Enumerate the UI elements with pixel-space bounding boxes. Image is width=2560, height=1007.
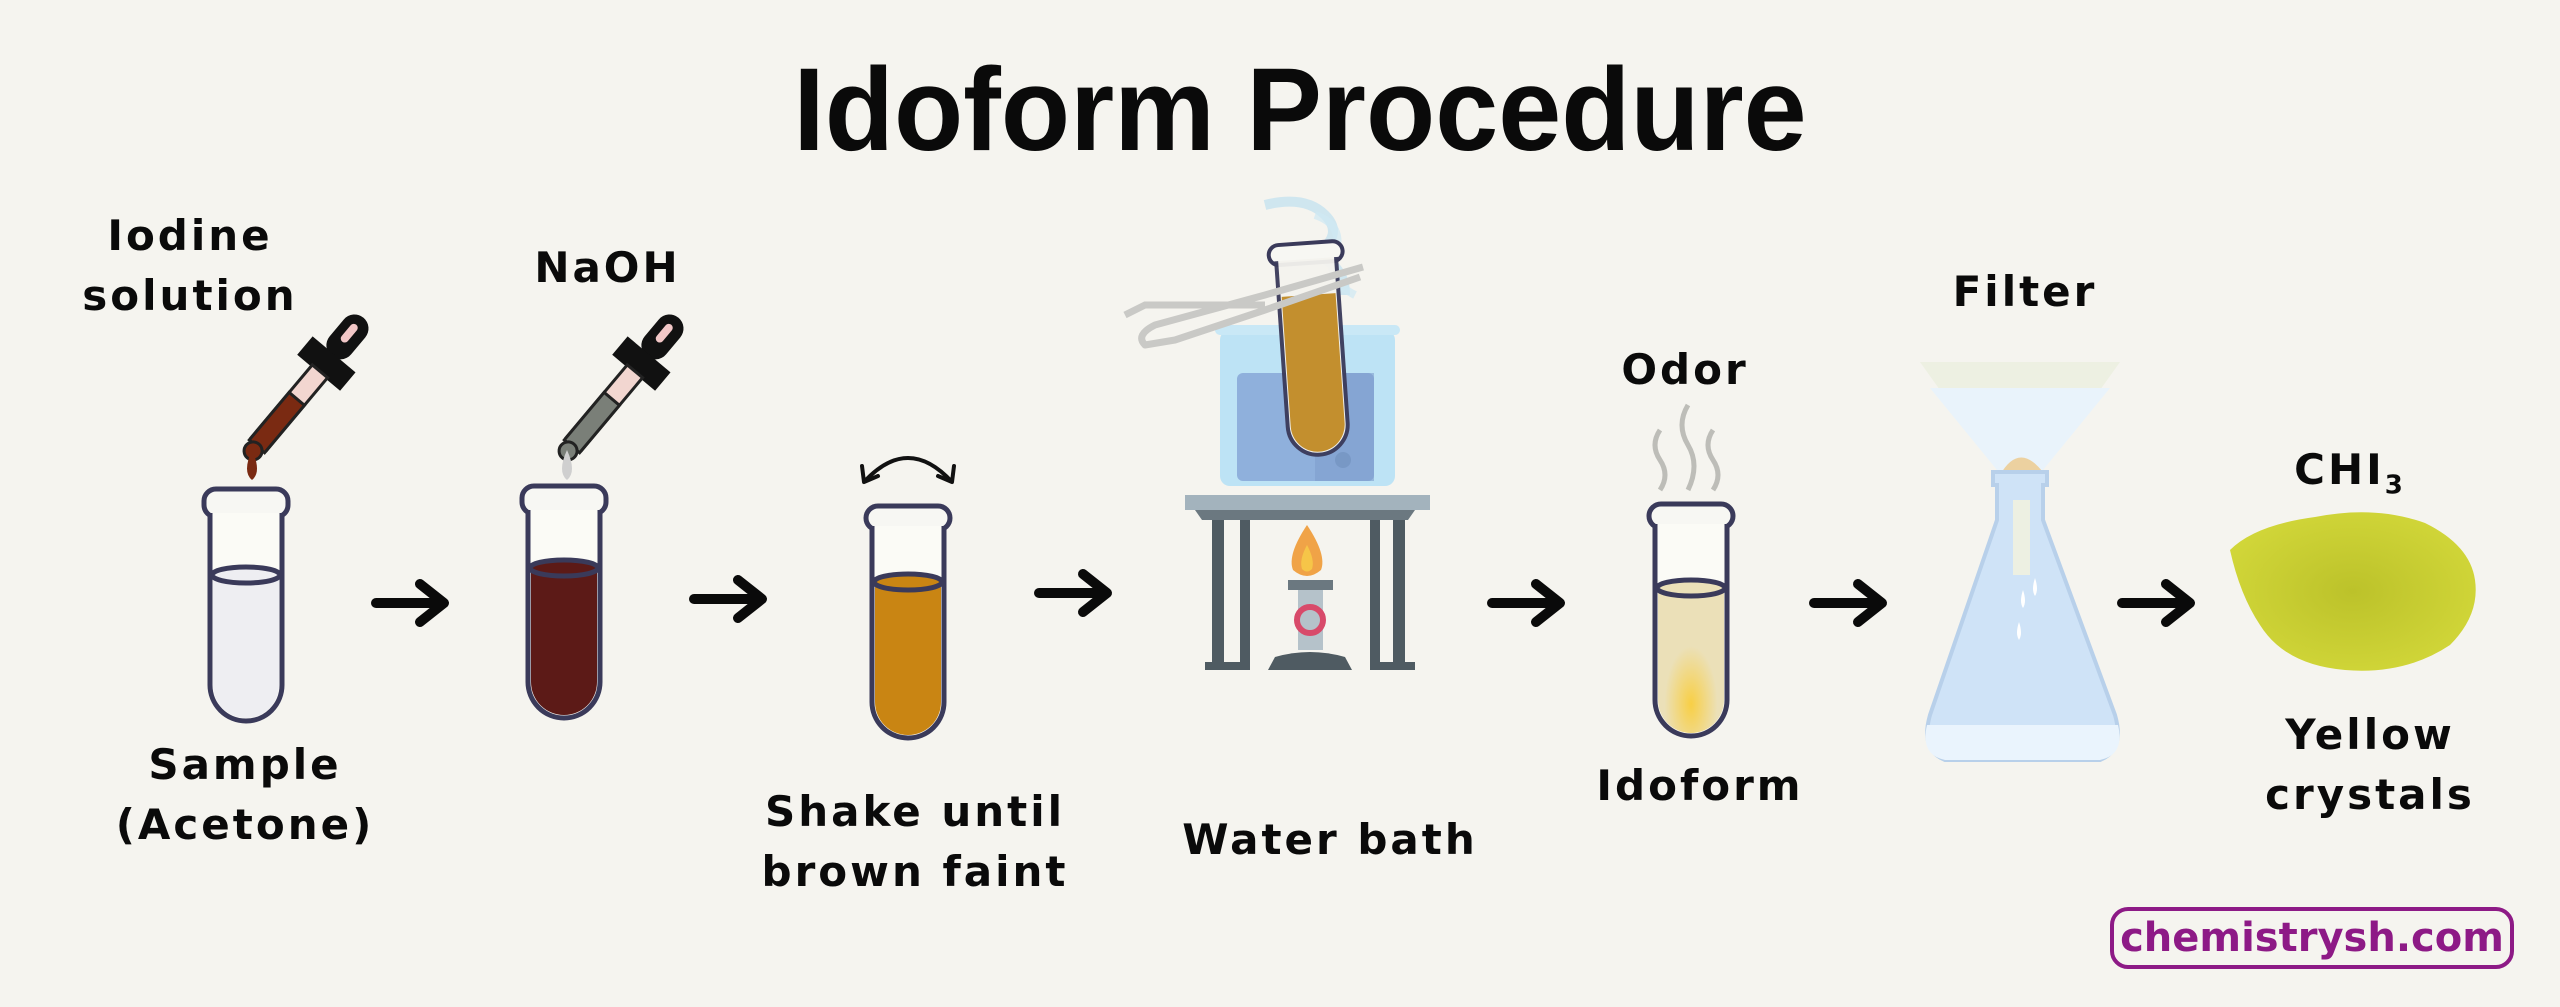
shake-arrows-icon (860, 456, 956, 484)
watermark-link[interactable]: chemistrysh.com (2110, 907, 2514, 969)
test-tube-naoh-icon (519, 483, 609, 721)
label-chi3-formula: CHI3 (2294, 445, 2406, 501)
iodine-dropper-icon (242, 314, 369, 480)
arrow-right-icon (1809, 579, 1887, 627)
arrow-right-icon (1487, 579, 1565, 627)
test-tube-idoform-icon (1646, 501, 1736, 739)
arrow-right-icon (2117, 579, 2195, 627)
label-yellow-crystals: Yellow crystals (2265, 710, 2475, 819)
label-sample-acetone: Sample (Acetone) (115, 740, 375, 849)
label-iodine-solution: Iodine solution (82, 211, 298, 320)
test-tube-shake-icon (863, 503, 953, 741)
label-filter: Filter (1952, 267, 2098, 316)
naoh-dropper-icon (557, 314, 684, 480)
filter-flask-icon (1920, 362, 2120, 762)
label-shake-until-brown-faint: Shake until brown faint (761, 787, 1069, 896)
label-water-bath: Water bath (1182, 815, 1478, 864)
test-tube-sample-icon (201, 486, 291, 724)
label-odor: Odor (1621, 345, 1749, 394)
label-naoh: NaOH (534, 243, 681, 292)
arrow-right-icon (1034, 569, 1112, 617)
arrow-right-icon (689, 575, 767, 623)
label-idoform: Idoform (1596, 761, 1804, 810)
yellow-crystals-icon (2230, 512, 2476, 671)
arrow-right-icon (371, 579, 449, 627)
odor-fumes-icon (1652, 403, 1721, 492)
water-bath-apparatus-icon (1123, 196, 1430, 670)
page-title: Idoform Procedure (793, 44, 1807, 176)
